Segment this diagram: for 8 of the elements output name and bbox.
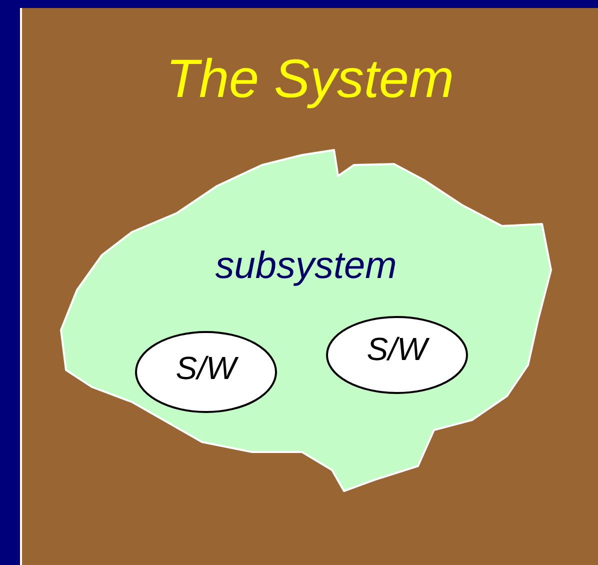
title: The System xyxy=(166,50,454,110)
software-ellipse xyxy=(135,331,277,413)
software-label: S/W xyxy=(366,332,428,368)
subsystem-label: subsystem xyxy=(215,246,397,288)
software-label: S/W xyxy=(176,351,236,386)
subsystem-cloud xyxy=(58,146,554,494)
system-panel xyxy=(20,8,598,565)
software-ellipse xyxy=(326,316,468,394)
